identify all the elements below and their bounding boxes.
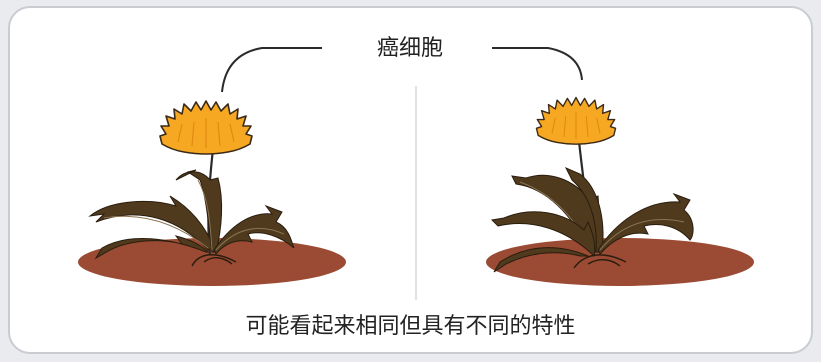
dandelion-plant-right (486, 96, 754, 286)
leaves-left (88, 169, 295, 267)
flower-head-left (159, 100, 253, 155)
leaves-right (490, 167, 694, 273)
pointer-line-left (221, 47, 322, 93)
diagram-card (8, 6, 813, 354)
soil-mound-right (486, 238, 754, 286)
dandelion-plant-left (78, 100, 346, 286)
flower-head-right (535, 96, 617, 145)
pointer-line-right (492, 47, 583, 81)
cancer-cell-label: 癌细胞 (376, 36, 443, 61)
soil-mound-left (78, 238, 346, 286)
diagram-caption: 可能看起来相同但具有不同的特性 (245, 314, 576, 339)
